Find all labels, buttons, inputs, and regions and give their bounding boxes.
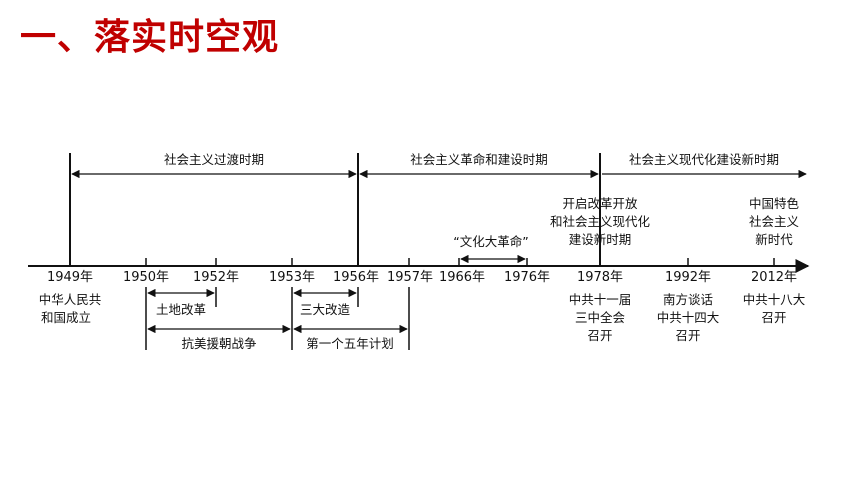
period-label-transition: 社会主义过渡时期 [164,152,264,167]
year-label-1976: 1976年 [504,270,550,285]
year-label-1950: 1950年 [123,270,169,285]
event-above-1978-line-1: 开启改革开放 [562,196,638,211]
event-below-1949-line-1: 中华人民共 [39,292,102,307]
year-labels: 1949年 1950年 1952年 1953年 1956年 1957年 1966… [47,270,797,285]
event-above-2012-line-1: 中国特色 [749,196,800,211]
year-label-1953: 1953年 [269,270,315,285]
event-below-2012-line-1: 中共十八大 [743,292,806,307]
event-above-2012-line-3: 新时代 [755,232,793,247]
land-reform-label: 土地改革 [156,302,206,317]
period-label-modernization: 社会主义现代化建设新时期 [629,152,779,167]
event-above-1978-line-3: 建设新时期 [569,232,632,247]
year-label-1992: 1992年 [665,270,711,285]
event-below-1978-line-3: 召开 [587,328,612,343]
year-label-1956: 1956年 [333,270,379,285]
five-year-plan-label: 第一个五年计划 [306,336,394,351]
event-below-1978-line-1: 中共十一届 [569,292,632,307]
event-below-1949-line-2: 和国成立 [41,310,91,325]
event-below-1978-line-2: 三中全会 [575,310,626,325]
period-label-revolution: 社会主义革命和建设时期 [410,152,548,167]
cultural-revolution-label: “文化大革命” [453,234,528,249]
event-below-1992-line-1: 南方谈话 [663,292,713,307]
event-above-1978-line-2: 和社会主义现代化 [550,214,651,229]
year-label-1952: 1952年 [193,270,239,285]
event-below-1992-line-3: 召开 [675,328,700,343]
year-label-2012: 2012年 [751,270,797,285]
three-transformations-label: 三大改造 [300,302,351,317]
korean-war-label: 抗美援朝战争 [181,336,256,351]
year-label-1966: 1966年 [439,270,485,285]
year-label-1978: 1978年 [577,270,623,285]
year-label-1957: 1957年 [387,270,433,285]
tick-marks [69,258,775,266]
year-label-1949: 1949年 [47,270,93,285]
event-below-2012-line-2: 召开 [761,310,786,325]
event-below-1992-line-2: 中共十四大 [657,310,720,325]
page-title: 一、落实时空观 [20,17,280,58]
event-above-2012-line-2: 社会主义 [749,214,800,229]
